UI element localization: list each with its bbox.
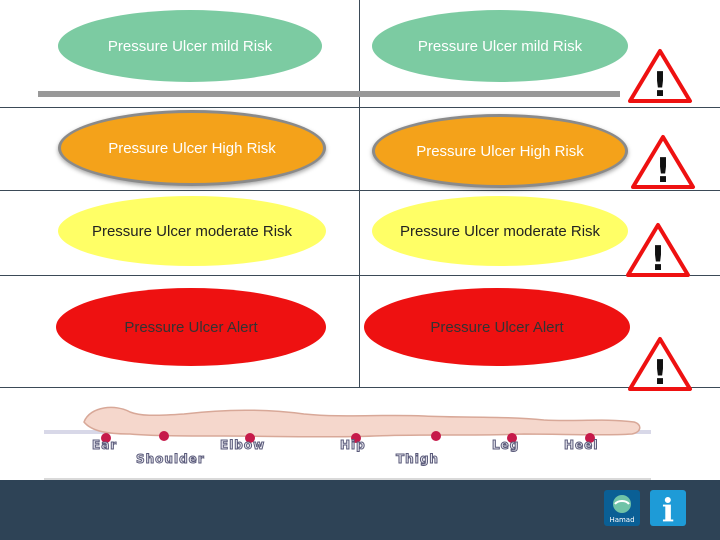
mild-risk-ellipse-right: Pressure Ulcer mild Risk	[372, 10, 628, 82]
grid-line	[0, 107, 720, 108]
label-ear: Ear	[91, 438, 118, 453]
mild-risk-label-right: Pressure Ulcer mild Risk	[417, 37, 583, 55]
grid-line	[0, 387, 720, 388]
warning-triangle-icon: !	[626, 223, 690, 278]
hamad-logo-icon: Hamad	[604, 490, 640, 526]
alert-label-right: Pressure Ulcer Alert	[430, 318, 564, 336]
high-risk-label-left: Pressure Ulcer High Risk	[108, 139, 276, 157]
mild-risk-label-left: Pressure Ulcer mild Risk	[107, 37, 273, 55]
hamad-logo-text: Hamad	[609, 516, 634, 524]
label-heel: Heel	[563, 438, 599, 453]
label-thigh: Thigh	[396, 452, 439, 467]
pressure-point-heel	[585, 433, 595, 443]
pressure-point-elbow	[245, 433, 255, 443]
moderate-risk-label-left: Pressure Ulcer moderate Risk	[91, 222, 293, 240]
warning-triangle-icon: !	[628, 49, 692, 104]
high-risk-ellipse-right: Pressure Ulcer High Risk	[372, 114, 628, 188]
alert-label-left: Pressure Ulcer Alert	[124, 318, 258, 336]
high-risk-label-right: Pressure Ulcer High Risk	[416, 142, 584, 160]
mild-risk-ellipse-left: Pressure Ulcer mild Risk	[58, 10, 322, 82]
label-leg: Leg	[491, 438, 520, 453]
warning-glyph: !	[650, 239, 666, 278]
lying-body-illustration	[44, 406, 651, 443]
moderate-risk-label-right: Pressure Ulcer moderate Risk	[399, 222, 601, 240]
label-hip: Hip	[340, 438, 366, 453]
moderate-risk-ellipse-right: Pressure Ulcer moderate Risk	[372, 196, 628, 266]
alert-ellipse-right: Pressure Ulcer Alert	[364, 288, 630, 366]
grid-divider	[359, 0, 360, 388]
high-risk-ellipse-left: Pressure Ulcer High Risk	[58, 110, 326, 186]
grid-line	[0, 275, 720, 276]
pressure-point-ear	[101, 433, 111, 443]
warning-triangle-icon: !	[628, 337, 692, 392]
footer-bar: Hamad i	[0, 480, 720, 540]
alert-ellipse-left: Pressure Ulcer Alert	[56, 288, 326, 366]
warning-glyph: !	[652, 353, 668, 392]
pressure-point-leg	[507, 433, 517, 443]
grid-line	[0, 190, 720, 191]
body-diagram: Ear Elbow Hip Leg Heel Shoulder Thigh	[44, 392, 651, 480]
warning-triangle-icon: !	[631, 135, 695, 190]
warning-glyph: !	[652, 65, 668, 104]
pressure-point-thigh	[431, 431, 441, 441]
separator-bar	[38, 91, 620, 97]
pressure-point-hip	[351, 433, 361, 443]
pressure-point-shoulder	[159, 431, 169, 441]
warning-glyph: !	[655, 151, 671, 190]
info-icon: i	[650, 490, 686, 529]
label-shoulder: Shoulder	[136, 452, 205, 467]
info-glyph: i	[662, 491, 674, 526]
label-elbow: Elbow	[219, 438, 266, 453]
moderate-risk-ellipse-left: Pressure Ulcer moderate Risk	[58, 196, 326, 266]
